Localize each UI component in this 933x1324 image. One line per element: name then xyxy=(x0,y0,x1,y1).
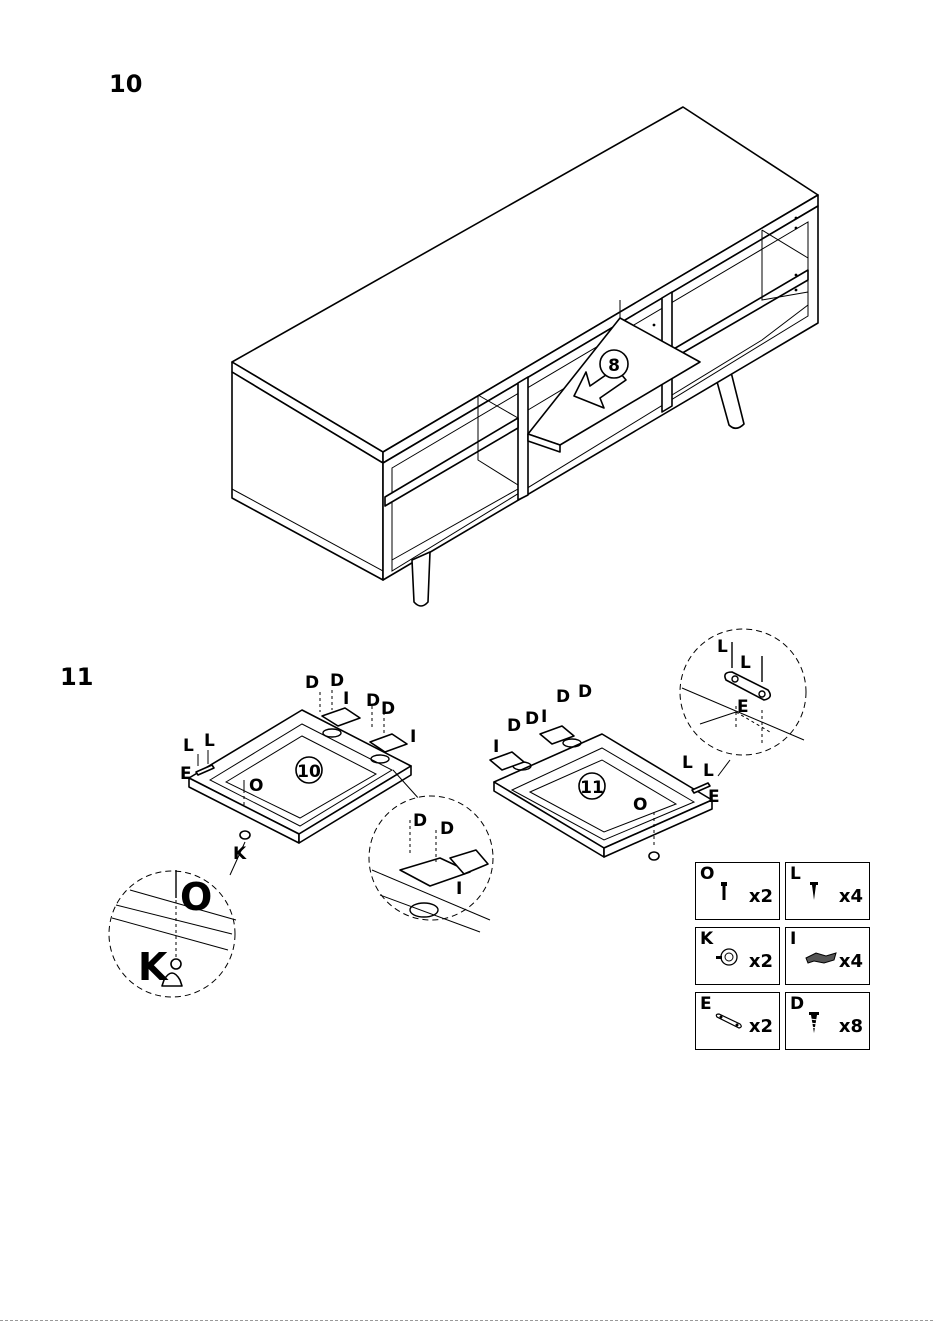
part-cell-L: L x4 xyxy=(785,862,870,920)
part-qty: x2 xyxy=(749,951,773,972)
part-qty: x8 xyxy=(839,1016,863,1037)
part-letter: I xyxy=(790,929,796,949)
small-screw-icon xyxy=(804,879,824,903)
part-cell-D: D x8 xyxy=(785,992,870,1050)
part-qty: x4 xyxy=(839,886,863,907)
zoom-label-L-1: L xyxy=(717,637,728,657)
label-D-1: D xyxy=(305,673,319,693)
label-E-1: E xyxy=(180,764,192,784)
label-I-1: I xyxy=(343,689,349,709)
label-L-4: L xyxy=(703,761,714,781)
door-11-label: 11 xyxy=(580,778,604,798)
part-cell-K: K x2 xyxy=(695,927,780,985)
label-L-3: L xyxy=(682,753,693,773)
label-D-7: D xyxy=(556,687,570,707)
zoom-hinge-callout xyxy=(369,770,493,932)
part-letter: E xyxy=(700,994,712,1014)
label-I-4: I xyxy=(541,707,547,727)
zoom-label-D-2: D xyxy=(440,819,454,839)
zoom-knob-callout xyxy=(109,870,236,997)
hinge-icon xyxy=(804,944,838,968)
label-D-2: D xyxy=(330,671,344,691)
zoom-label-O: O xyxy=(180,875,212,919)
label-I-3: I xyxy=(493,737,499,757)
label-O-2: O xyxy=(633,795,647,815)
zoom-label-E: E xyxy=(737,697,749,717)
part-letter: O xyxy=(700,864,714,884)
page-bottom-rule xyxy=(0,1320,933,1321)
flat-plate-icon xyxy=(714,1009,744,1033)
label-E-2: E xyxy=(708,787,720,807)
part-qty: x4 xyxy=(839,951,863,972)
label-D-3: D xyxy=(366,691,380,711)
zoom-label-L-2: L xyxy=(740,653,751,673)
part-8-label: 8 xyxy=(608,356,620,376)
part-cell-E: E x2 xyxy=(695,992,780,1050)
part-qty: x2 xyxy=(749,886,773,907)
label-L-2: L xyxy=(204,731,215,751)
part-cell-I: I x4 xyxy=(785,927,870,985)
cam-bolt-icon xyxy=(714,879,734,903)
label-K-1: K xyxy=(233,844,247,864)
front-left-leg xyxy=(412,552,430,606)
tv-cabinet xyxy=(232,107,818,606)
zoom-plate-callout xyxy=(680,629,806,755)
zoom-label-K: K xyxy=(138,945,169,989)
label-O-1: O xyxy=(249,776,263,796)
label-L-1: L xyxy=(183,736,194,756)
door-10-label: 10 xyxy=(297,762,321,782)
part-letter: K xyxy=(700,929,713,949)
zoom-label-D-1: D xyxy=(413,811,427,831)
part-cell-O: O x2 xyxy=(695,862,780,920)
part-letter: D xyxy=(790,994,804,1014)
part-qty: x2 xyxy=(749,1016,773,1037)
knob-icon xyxy=(714,944,740,968)
label-D-5: D xyxy=(507,716,521,736)
right-door xyxy=(490,726,730,860)
part-letter: L xyxy=(790,864,801,884)
label-D-8: D xyxy=(578,682,592,702)
label-I-2: I xyxy=(410,727,416,747)
label-D-6: D xyxy=(525,709,539,729)
label-D-4: D xyxy=(381,699,395,719)
zoom-label-I: I xyxy=(456,879,462,899)
wood-screw-icon xyxy=(804,1009,824,1035)
